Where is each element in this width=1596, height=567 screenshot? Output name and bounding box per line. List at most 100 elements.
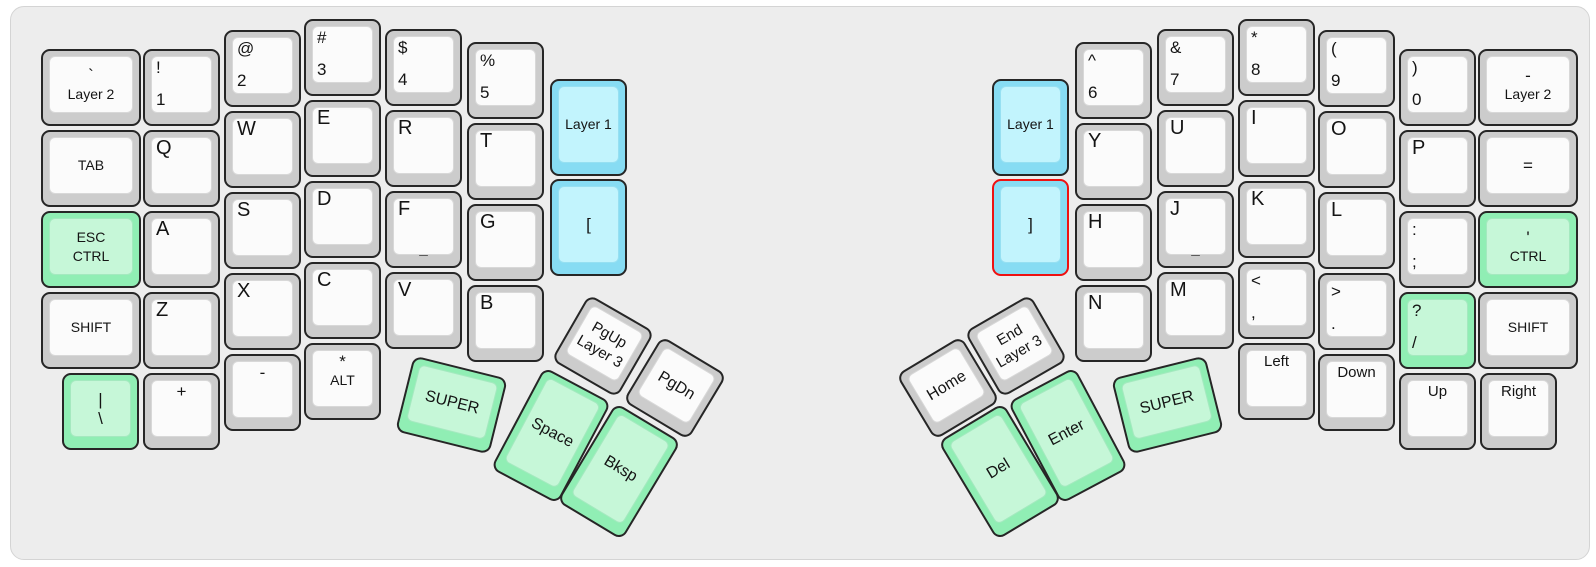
key-d[interactable]: D — [304, 181, 381, 258]
key-c[interactable]: C — [304, 262, 381, 339]
key-w[interactable]: W — [224, 111, 301, 188]
key-x[interactable]: X — [224, 273, 301, 350]
key-v[interactable]: V — [385, 272, 462, 349]
key-legend: @ — [237, 39, 255, 58]
key-b[interactable]: B — [467, 285, 544, 362]
key-plus[interactable]: + — [143, 373, 220, 450]
key-legend: Z — [156, 299, 169, 321]
key-super-right[interactable]: SUPER — [1111, 355, 1224, 455]
keycap-top: = — [1486, 137, 1570, 194]
key-legend: _ — [1191, 240, 1200, 257]
key-2[interactable]: @2 — [224, 30, 301, 107]
key-legend: M — [1170, 279, 1187, 301]
key-4[interactable]: $4 — [385, 29, 462, 106]
key-lbracket[interactable]: [ — [550, 179, 627, 276]
key-super-left[interactable]: SUPER — [395, 355, 508, 455]
key-z[interactable]: Z — [143, 292, 220, 369]
keycap-top: K — [1246, 188, 1307, 245]
key-h[interactable]: H — [1075, 204, 1152, 281]
keycap-top: Z — [151, 299, 212, 356]
key-quote-ctrl[interactable]: 'CTRL — [1478, 211, 1578, 288]
key-equals[interactable]: = — [1478, 130, 1578, 207]
keycap-top: SHIFT — [49, 299, 133, 356]
key-p[interactable]: P — [1399, 130, 1476, 207]
key-legend: J — [1170, 198, 1180, 220]
key-legend: ) — [1412, 58, 1418, 77]
key-s[interactable]: S — [224, 192, 301, 269]
key-shift-right[interactable]: SHIFT — [1478, 292, 1578, 369]
key-comma[interactable]: <, — [1238, 262, 1315, 339]
key-9[interactable]: (9 — [1318, 30, 1395, 107]
key-7[interactable]: &7 — [1157, 29, 1234, 106]
key-0[interactable]: )0 — [1399, 49, 1476, 126]
key-period[interactable]: >. — [1318, 273, 1395, 350]
keycap-top: #3 — [312, 26, 373, 83]
key-legend: + — [176, 382, 187, 401]
key-tab[interactable]: TAB — [41, 130, 141, 207]
key-layer1-right[interactable]: Layer 1 — [992, 79, 1069, 176]
key-n[interactable]: N — [1075, 285, 1152, 362]
key-l[interactable]: L — [1318, 192, 1395, 269]
key-layer1-left[interactable]: Layer 1 — [550, 79, 627, 176]
keycap-top: >. — [1326, 280, 1387, 337]
keycap-top: :; — [1407, 218, 1468, 275]
key-o[interactable]: O — [1318, 111, 1395, 188]
key-legend: ; — [1412, 252, 1417, 271]
key-y[interactable]: Y — [1075, 123, 1152, 200]
keycap-top: )0 — [1407, 56, 1468, 113]
keycap-top: U — [1165, 117, 1226, 174]
keycap-top: C — [312, 269, 373, 326]
key-6[interactable]: ^6 — [1075, 42, 1152, 119]
key-grave-layer2[interactable]: `Layer 2 — [41, 49, 141, 126]
key-legend: SUPER — [423, 387, 482, 418]
key-rbracket[interactable]: ] — [992, 179, 1069, 276]
key-m[interactable]: M — [1157, 272, 1234, 349]
key-legend: < — [1251, 271, 1261, 290]
key-a[interactable]: A — [143, 211, 220, 288]
key-i[interactable]: I — [1238, 100, 1315, 177]
key-r[interactable]: R — [385, 110, 462, 187]
key-e[interactable]: E — [304, 100, 381, 177]
key-j[interactable]: J_ — [1157, 191, 1234, 268]
keycap-top: D — [312, 188, 373, 245]
key-legend: Layer 1 — [565, 116, 612, 132]
key-3[interactable]: #3 — [304, 19, 381, 96]
key-5[interactable]: %5 — [467, 42, 544, 119]
key-8[interactable]: *8 — [1238, 19, 1315, 96]
key-question-slash[interactable]: ?/ — [1399, 292, 1476, 369]
key-legend: P — [1412, 137, 1426, 159]
keycap-top: W — [232, 118, 293, 175]
key-g[interactable]: G — [467, 204, 544, 281]
key-shift-left[interactable]: SHIFT — [41, 292, 141, 369]
key-minus-layer2[interactable]: -Layer 2 — [1478, 49, 1578, 126]
key-arrow-down[interactable]: Down — [1318, 354, 1395, 431]
key-arrow-right[interactable]: Right — [1480, 373, 1557, 450]
keycap-top: X — [232, 280, 293, 337]
key-legend: F — [398, 198, 411, 220]
keycap-top: %5 — [475, 49, 536, 106]
key-u[interactable]: U — [1157, 110, 1234, 187]
key-legend: Q — [156, 137, 172, 159]
key-arrow-left[interactable]: Left — [1238, 343, 1315, 420]
key-k[interactable]: K — [1238, 181, 1315, 258]
key-arrow-up[interactable]: Up — [1399, 373, 1476, 450]
key-q[interactable]: Q — [143, 130, 220, 207]
keycap-top: J_ — [1165, 198, 1226, 257]
key-legend: 9 — [1331, 71, 1341, 90]
key-minus[interactable]: - — [224, 354, 301, 431]
keycap-top: Down — [1326, 361, 1387, 418]
key-1[interactable]: !1 — [143, 49, 220, 126]
key-pipe-backslash[interactable]: |\ — [62, 373, 139, 450]
key-legend: L — [1331, 199, 1343, 221]
key-legend: D — [317, 188, 332, 210]
keycap-top: R — [393, 117, 454, 174]
key-semicolon[interactable]: :; — [1399, 211, 1476, 288]
key-t[interactable]: T — [467, 123, 544, 200]
key-legend: Down — [1337, 364, 1376, 381]
key-f[interactable]: F_ — [385, 191, 462, 268]
key-legend: . — [1331, 314, 1336, 333]
key-star-alt[interactable]: *ALT — [304, 343, 381, 420]
keycap-top: |\ — [70, 380, 131, 437]
keycap-top: ] — [1000, 186, 1061, 263]
